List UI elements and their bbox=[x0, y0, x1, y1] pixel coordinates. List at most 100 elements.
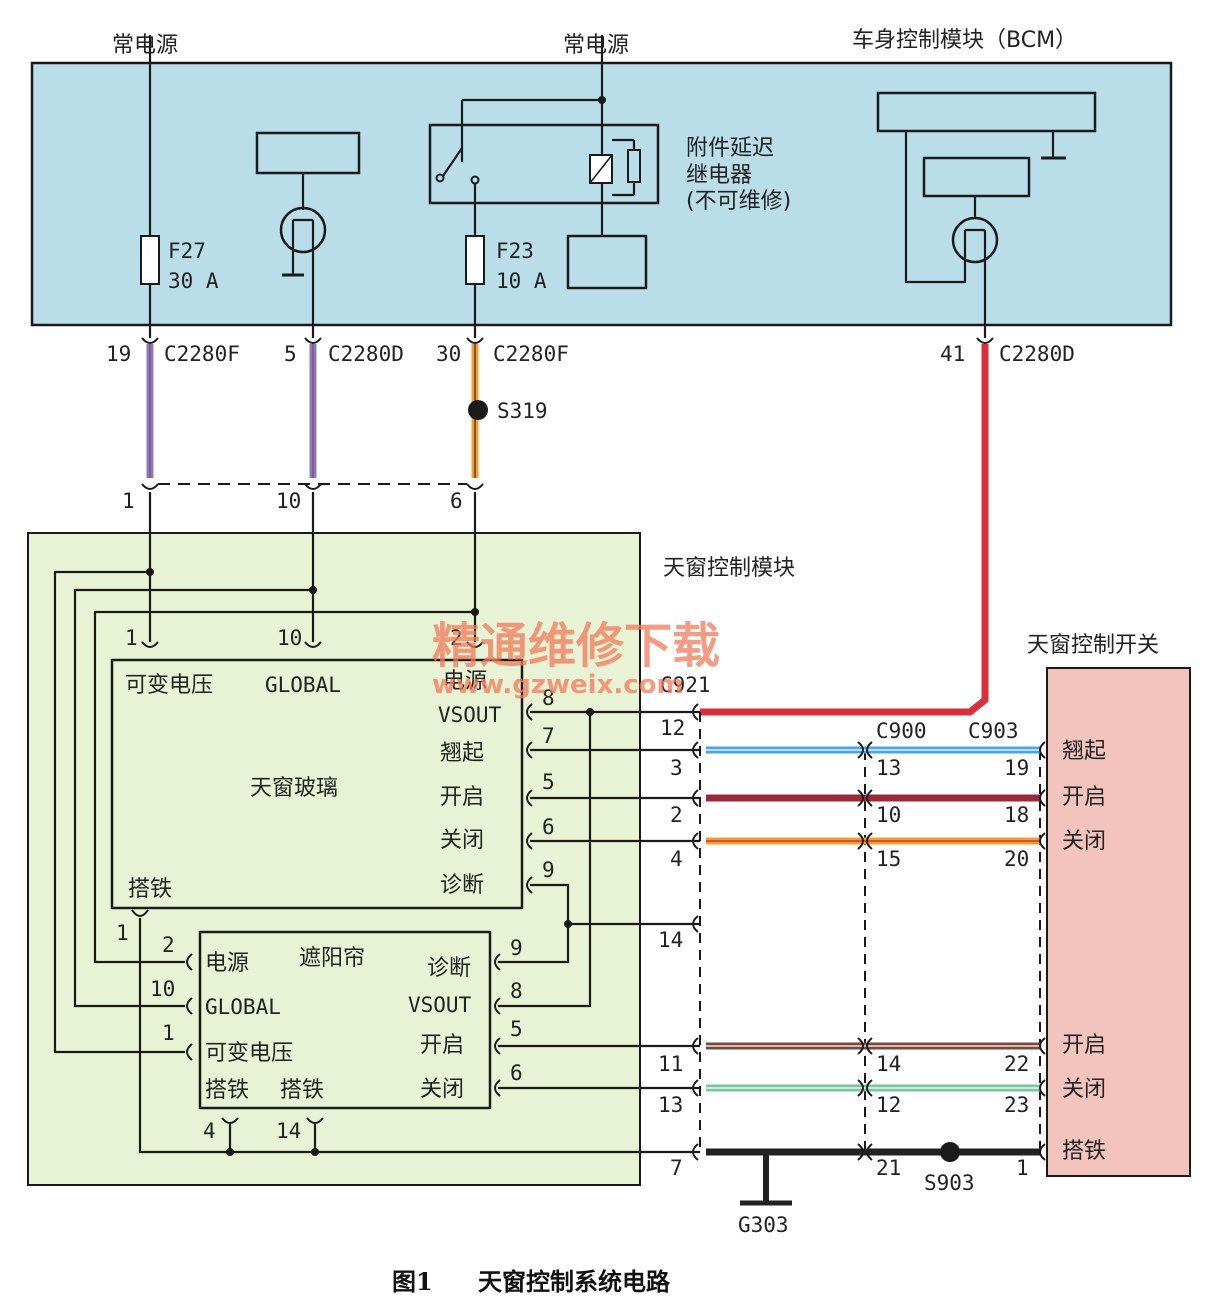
glass-pin-ground-1: 1 bbox=[116, 921, 129, 945]
bcm-pin-30: 30 bbox=[436, 342, 461, 366]
fuse-f23 bbox=[465, 235, 485, 285]
caption-title: 天窗控制系统电路 bbox=[478, 1267, 671, 1296]
transistor-icon bbox=[279, 206, 327, 254]
c903-pin-20: 20 bbox=[1004, 847, 1029, 871]
fuse-f27-rating: 30 A bbox=[168, 269, 219, 293]
glass-pin-1: 1 bbox=[125, 626, 138, 650]
c921-pin-14: 14 bbox=[658, 928, 683, 952]
glass-pin-6: 6 bbox=[542, 815, 555, 839]
bcm-pin-5: 5 bbox=[284, 342, 297, 366]
glass-pin-5: 5 bbox=[542, 770, 555, 794]
c921-pin-12: 12 bbox=[660, 716, 685, 740]
bcm-pin-19: 19 bbox=[106, 342, 131, 366]
fuse-f27-name: F27 bbox=[168, 239, 206, 263]
switch-label-ground: 搭铁 bbox=[1062, 1139, 1106, 1164]
glass-label-power: 电源 bbox=[443, 669, 487, 694]
relay-box bbox=[428, 123, 660, 205]
splice-s903-label: S903 bbox=[924, 1171, 975, 1195]
c900-pin-13: 13 bbox=[876, 756, 901, 780]
watermark-url: www.gzweix.com bbox=[432, 670, 684, 700]
bcm-pin-41: 41 bbox=[940, 342, 965, 366]
glass-label-tilt: 翘起 bbox=[440, 741, 484, 766]
c900-pin-21: 21 bbox=[876, 1156, 901, 1180]
shade-label-variable-voltage: 可变电压 bbox=[205, 1041, 293, 1066]
relay-label-3: (不可维修) bbox=[686, 189, 791, 214]
c900-pin-10: 10 bbox=[876, 803, 901, 827]
splice-s903 bbox=[940, 1142, 960, 1162]
shade-pin-6: 6 bbox=[510, 1061, 523, 1085]
glass-label-diag: 诊断 bbox=[440, 873, 484, 898]
glass-label-variable-voltage: 可变电压 bbox=[125, 673, 213, 698]
shade-label-ground-2: 搭铁 bbox=[280, 1078, 324, 1103]
shade-pin-2: 2 bbox=[162, 933, 175, 957]
shade-pin-4: 4 bbox=[203, 1119, 216, 1143]
c921-label: C921 bbox=[660, 673, 711, 697]
splice-s319 bbox=[468, 400, 488, 420]
harness-pin-6: 6 bbox=[450, 489, 463, 513]
sunroof-module-title: 天窗控制模块 bbox=[663, 556, 795, 581]
bcm-driver-box-2 bbox=[876, 91, 1097, 133]
bcm-pin-30-connector: C2280F bbox=[493, 342, 569, 366]
relay-label-2: 继电器 bbox=[686, 163, 752, 188]
c921-pin-13: 13 bbox=[658, 1093, 683, 1117]
glass-pin-9: 9 bbox=[542, 858, 555, 882]
shade-pin-9: 9 bbox=[510, 936, 523, 960]
shade-pin-1: 1 bbox=[162, 1021, 175, 1045]
watermark-cn: 精通维修下载 bbox=[432, 618, 720, 674]
c903-pin-22: 22 bbox=[1004, 1052, 1029, 1076]
c921-pin-4: 4 bbox=[670, 847, 683, 871]
glass-label-ground: 搭铁 bbox=[128, 877, 172, 902]
power-mid-label: 常电源 bbox=[563, 33, 629, 58]
c903-pin-23: 23 bbox=[1004, 1093, 1029, 1117]
wire-red-vsout bbox=[700, 344, 989, 716]
power-left-label: 常电源 bbox=[112, 33, 178, 58]
shade-label-diag: 诊断 bbox=[427, 956, 471, 981]
glass-pin-2: 2 bbox=[450, 626, 463, 650]
c903-label: C903 bbox=[968, 719, 1019, 743]
switch-title: 天窗控制开关 bbox=[1027, 633, 1159, 658]
shade-label-vsout: VSOUT bbox=[408, 993, 472, 1017]
caption-figure-number: 图1 bbox=[392, 1267, 433, 1296]
sunshade-box bbox=[198, 930, 492, 1110]
sunshade-title: 遮阳帘 bbox=[299, 946, 365, 971]
relay-label-1: 附件延迟 bbox=[686, 136, 774, 161]
shade-pin-8: 8 bbox=[510, 979, 523, 1003]
shade-label-global: GLOBAL bbox=[205, 995, 281, 1019]
fuse-f23-rating: 10 A bbox=[496, 269, 547, 293]
harness-pin-10: 10 bbox=[276, 489, 301, 513]
shade-label-close: 关闭 bbox=[420, 1077, 464, 1102]
shade-label-open: 开启 bbox=[420, 1033, 464, 1058]
switch-label-shade-close: 关闭 bbox=[1062, 1077, 1106, 1102]
glass-label-global: GLOBAL bbox=[265, 673, 341, 697]
c921-pin-11: 11 bbox=[658, 1052, 683, 1076]
c900-label: C900 bbox=[876, 719, 927, 743]
c921-pin-2: 2 bbox=[670, 803, 683, 827]
ground-g303-label: G303 bbox=[738, 1213, 789, 1237]
fuse-f23-name: F23 bbox=[496, 239, 534, 263]
shade-pin-5: 5 bbox=[510, 1017, 523, 1041]
relay-switch-contact bbox=[442, 147, 463, 177]
bcm-title: 车身控制模块（BCM） bbox=[852, 28, 1077, 53]
c900-pin-14: 14 bbox=[876, 1052, 901, 1076]
glass-pin-8: 8 bbox=[542, 686, 555, 710]
bcm-driver-box-1 bbox=[255, 131, 361, 175]
bcm-pin-19-connector: C2280F bbox=[164, 342, 240, 366]
switch-label-open: 开启 bbox=[1062, 785, 1106, 810]
shade-label-power: 电源 bbox=[205, 951, 249, 976]
switch-label-shade-open: 开启 bbox=[1062, 1033, 1106, 1058]
glass-label-open: 开启 bbox=[440, 785, 484, 810]
relay-control-box bbox=[566, 234, 648, 290]
c921-pin-3: 3 bbox=[670, 756, 683, 780]
c921-pin-7: 7 bbox=[670, 1156, 683, 1180]
shade-pin-10: 10 bbox=[150, 977, 175, 1001]
switch-box bbox=[1046, 667, 1191, 1177]
c900-pin-15: 15 bbox=[876, 847, 901, 871]
bcm-driver-box-3 bbox=[922, 156, 1031, 198]
switch-label-tilt: 翘起 bbox=[1062, 739, 1106, 764]
fuse-f27 bbox=[140, 235, 160, 285]
sunroof-glass-box bbox=[110, 658, 524, 910]
shade-pin-14: 14 bbox=[276, 1119, 301, 1143]
shade-label-ground-1: 搭铁 bbox=[205, 1078, 249, 1103]
c903-pin-18: 18 bbox=[1004, 803, 1029, 827]
